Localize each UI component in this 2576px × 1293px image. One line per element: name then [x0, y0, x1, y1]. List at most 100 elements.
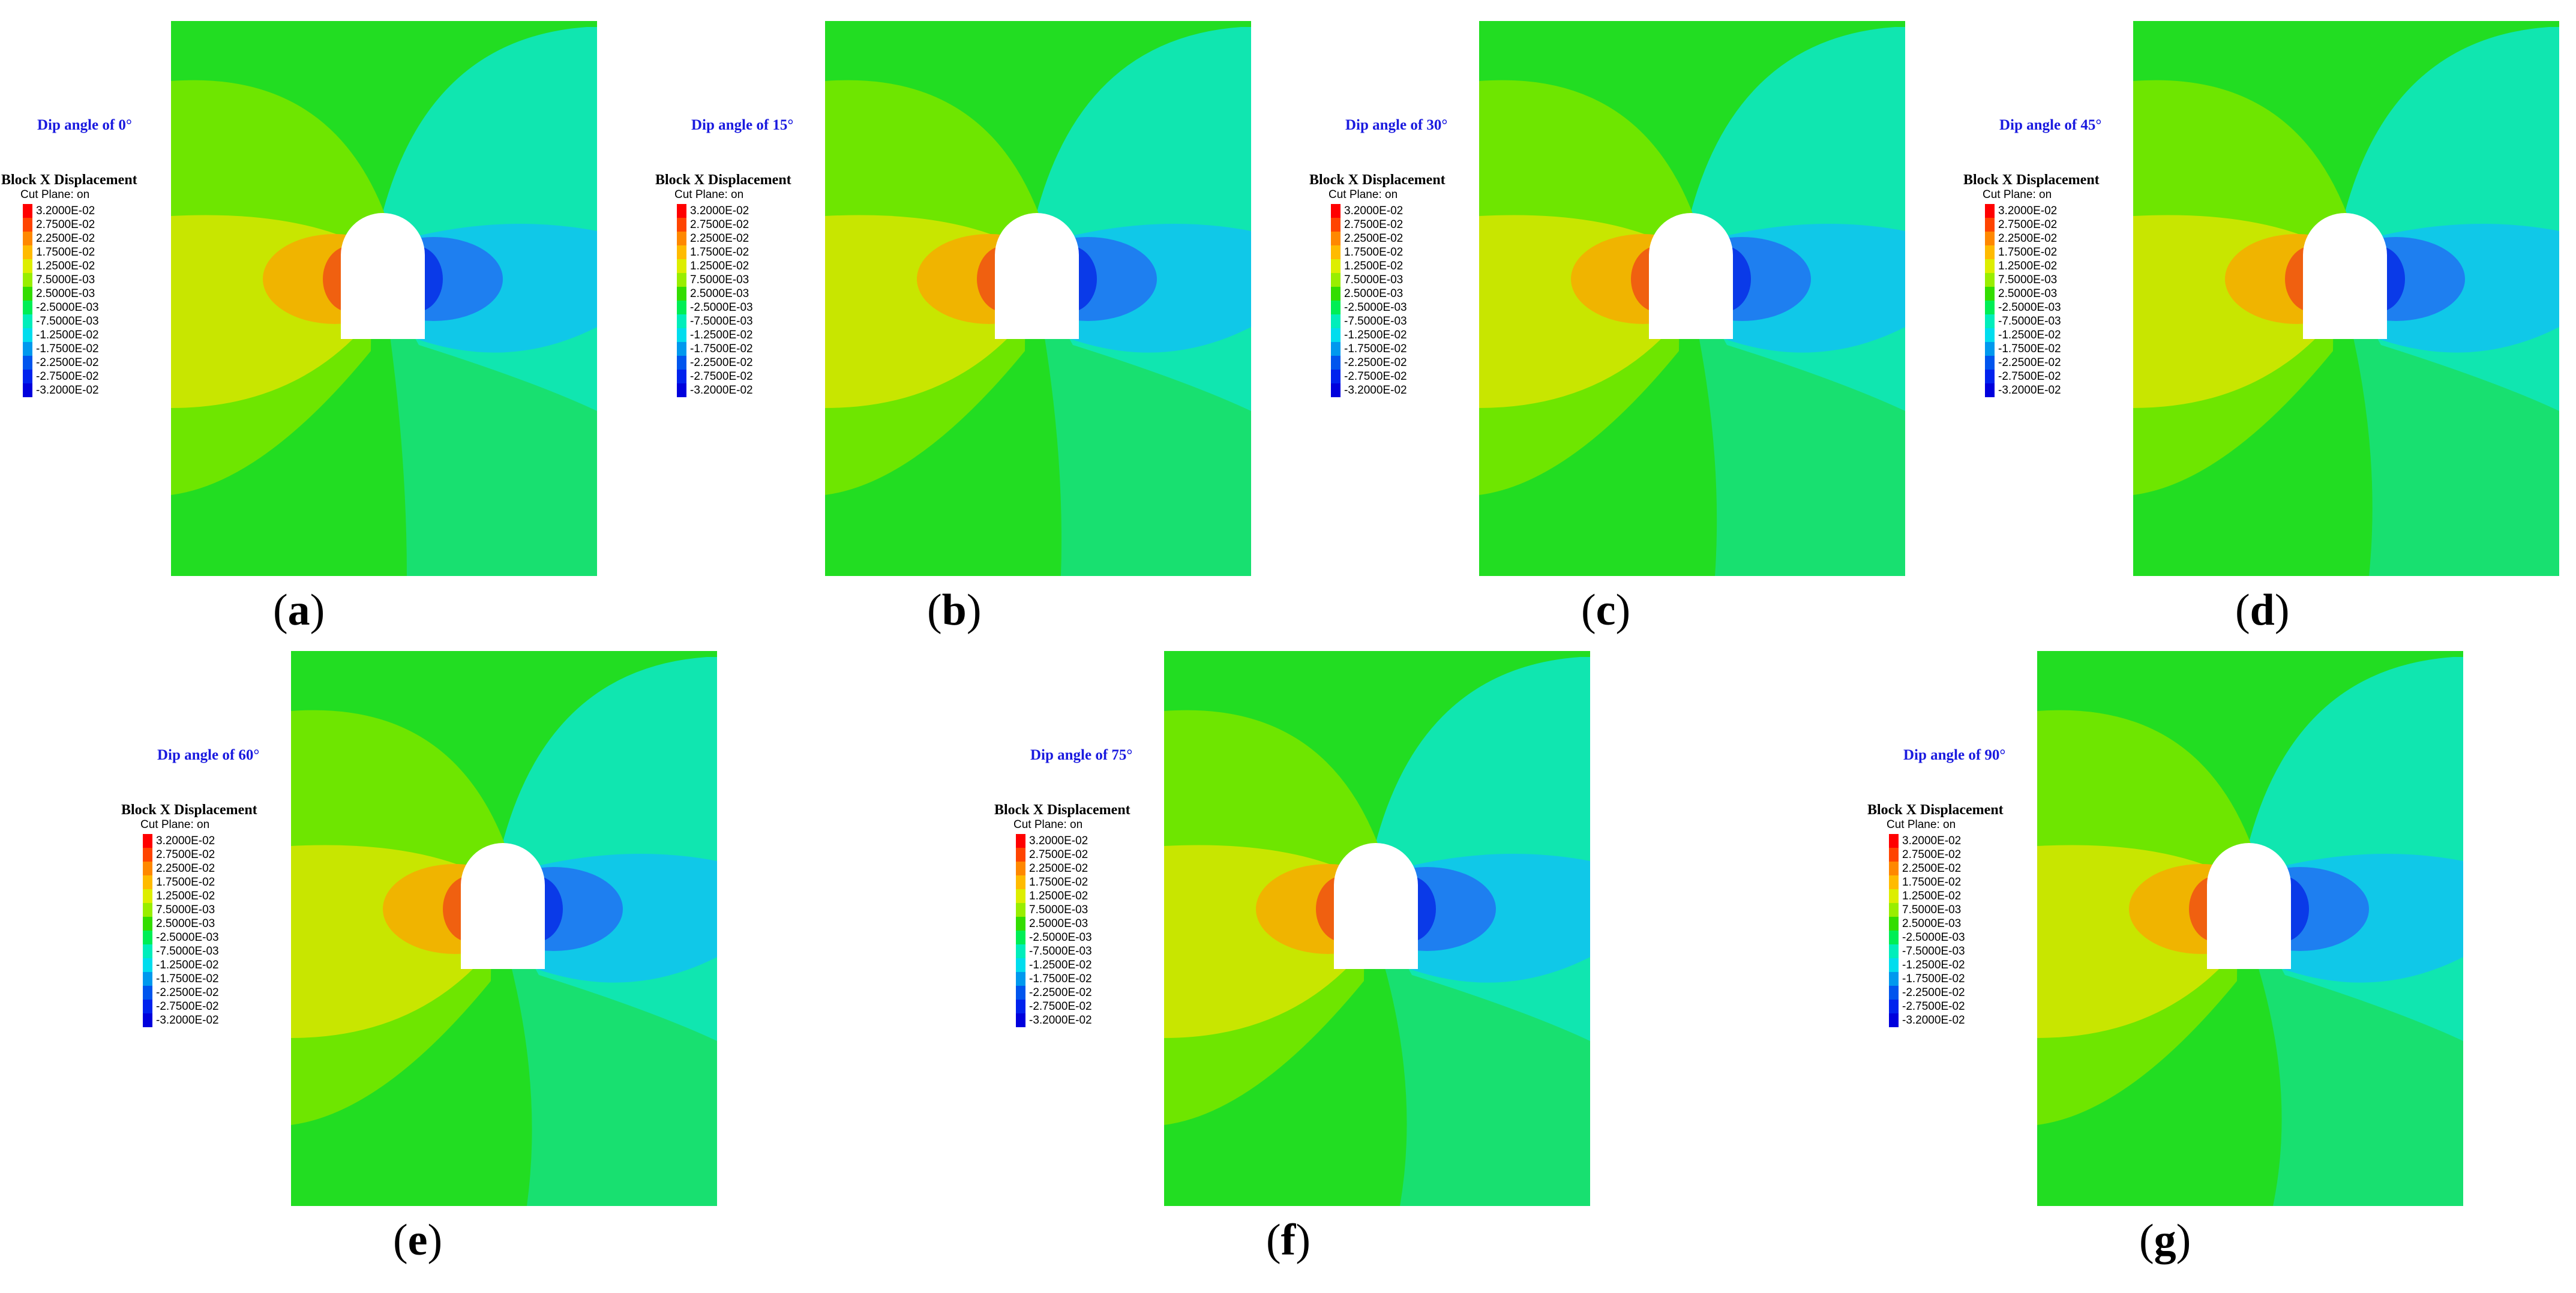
- legend-tick-label: 7.5000E-03: [1998, 274, 2058, 286]
- dip-angle-title: Dip angle of 30°: [1345, 117, 1448, 133]
- legend-swatch: [143, 903, 152, 917]
- legend-color-bar: [1331, 204, 1341, 397]
- legend-tick-label: -2.7500E-02: [36, 370, 99, 383]
- legend-swatch: [143, 917, 152, 931]
- legend-tick-label: -1.7500E-02: [690, 343, 753, 355]
- legend-swatch: [1889, 972, 1899, 986]
- panel-label-letter: e: [407, 1216, 428, 1265]
- legend-color-bar: [1889, 834, 1899, 1027]
- legend-tick-label: 1.7500E-02: [690, 246, 749, 259]
- legend-tick-label: -3.2000E-02: [1902, 1014, 1965, 1027]
- displacement-contour-plot: [1164, 651, 1590, 1206]
- legend-tick-label: -2.2500E-02: [1344, 356, 1407, 369]
- legend-swatch: [1889, 834, 1899, 848]
- legend-swatch: [677, 383, 686, 397]
- legend-swatch: [677, 245, 686, 259]
- legend-swatch: [1331, 356, 1341, 370]
- legend-color-bar: [1985, 204, 1995, 397]
- legend-tick-label: -2.5000E-03: [1998, 301, 2061, 314]
- legend-swatch: [23, 314, 32, 328]
- tunnel-opening: [461, 843, 545, 969]
- legend-swatch: [1331, 328, 1341, 342]
- legend-swatch: [23, 301, 32, 314]
- legend-tick-label: 2.2500E-02: [1344, 232, 1404, 245]
- legend-swatch: [143, 834, 152, 848]
- legend-tick-label: -1.2500E-02: [1029, 959, 1092, 971]
- legend-subtitle: Cut Plane: on: [1983, 188, 2052, 201]
- legend-swatch: [1331, 218, 1341, 232]
- legend-tick-label: 3.2000E-02: [690, 205, 749, 217]
- legend-tick-label: 3.2000E-02: [156, 835, 215, 847]
- legend-tick-label: -2.2500E-02: [1998, 356, 2061, 369]
- legend-swatch: [1016, 931, 1025, 944]
- legend-swatch: [1889, 958, 1899, 972]
- legend-tick-label: 2.7500E-02: [1029, 848, 1088, 861]
- legend-subtitle: Cut Plane: on: [20, 188, 90, 201]
- legend-color-bar: [677, 204, 686, 397]
- legend-swatch: [1016, 1013, 1025, 1027]
- legend-tick-label: -2.7500E-02: [690, 370, 753, 383]
- legend-tick-label: 1.2500E-02: [1029, 890, 1088, 902]
- legend-tick-label: -2.5000E-03: [1029, 931, 1092, 944]
- legend-tick-label: -1.7500E-02: [1029, 973, 1092, 985]
- legend-tick-label: 2.2500E-02: [1029, 862, 1088, 875]
- legend-tick-label: 2.5000E-03: [156, 917, 215, 930]
- legend-swatch: [677, 356, 686, 370]
- panel-label-letter: d: [2250, 586, 2275, 635]
- legend-tick-label: -2.7500E-02: [1902, 1000, 1965, 1013]
- legend-swatch: [1985, 314, 1995, 328]
- legend-swatch: [143, 875, 152, 889]
- legend-swatch: [677, 328, 686, 342]
- legend-swatch: [677, 259, 686, 273]
- legend-swatch: [1985, 383, 1995, 397]
- legend-title: Block X Displacement: [1867, 802, 2004, 818]
- legend-tick-label: 2.5000E-03: [1029, 917, 1088, 930]
- legend-tick-label: -7.5000E-03: [690, 315, 753, 328]
- panel-label: (g): [2139, 1216, 2191, 1265]
- legend-swatch: [23, 204, 32, 218]
- legend-tick-label: -3.2000E-02: [1998, 384, 2061, 397]
- legend-tick-label: -2.5000E-03: [156, 931, 219, 944]
- legend-swatch: [1985, 342, 1995, 356]
- contour-zone-lower-right: [2255, 957, 2463, 1206]
- panel-label-letter: c: [1596, 586, 1616, 635]
- legend-tick-label: -2.7500E-02: [1344, 370, 1407, 383]
- legend-tick-label: -2.7500E-02: [1998, 370, 2061, 383]
- legend-swatch: [1889, 875, 1899, 889]
- legend-swatch: [23, 245, 32, 259]
- contour-zone-lower-right: [1382, 957, 1590, 1206]
- legend-swatch: [677, 218, 686, 232]
- legend-tick-label: -2.2500E-02: [1902, 986, 1965, 999]
- panel-label: (f): [1266, 1216, 1311, 1265]
- legend-tick-label: 1.7500E-02: [1998, 246, 2058, 259]
- legend-swatch: [143, 1000, 152, 1013]
- legend-tick-label: -2.7500E-02: [1029, 1000, 1092, 1013]
- legend-swatch: [1985, 204, 1995, 218]
- legend-swatch: [1331, 383, 1341, 397]
- legend-swatch: [1331, 273, 1341, 287]
- legend-swatch: [23, 259, 32, 273]
- legend-title: Block X Displacement: [1309, 172, 1446, 188]
- panel-label: (c): [1581, 586, 1631, 635]
- legend-tick-label: 1.7500E-02: [1344, 246, 1404, 259]
- legend-tick-label: -3.2000E-02: [36, 384, 99, 397]
- legend-swatch: [1985, 356, 1995, 370]
- legend-swatch: [1331, 232, 1341, 245]
- legend-tick-label: 3.2000E-02: [1998, 205, 2058, 217]
- legend-tick-label: 2.7500E-02: [156, 848, 215, 861]
- legend-tick-label: -1.2500E-02: [1344, 329, 1407, 341]
- legend-tick-label: 1.2500E-02: [1998, 260, 2058, 272]
- legend-swatch: [143, 972, 152, 986]
- legend-tick-label: 2.5000E-03: [1902, 917, 1962, 930]
- legend-tick-label: -1.7500E-02: [156, 973, 219, 985]
- legend-swatch: [1016, 862, 1025, 875]
- legend-tick-label: -2.7500E-02: [156, 1000, 219, 1013]
- legend-swatch: [1016, 958, 1025, 972]
- displacement-contour-plot: [291, 651, 717, 1206]
- legend-tick-label: 1.2500E-02: [1902, 890, 1962, 902]
- legend-tick-label: 2.7500E-02: [1998, 218, 2058, 231]
- legend-tick-label: -7.5000E-03: [1344, 315, 1407, 328]
- legend-tick-label: -1.2500E-02: [1902, 959, 1965, 971]
- legend-swatch: [23, 232, 32, 245]
- panel-label-letter: f: [1280, 1216, 1296, 1265]
